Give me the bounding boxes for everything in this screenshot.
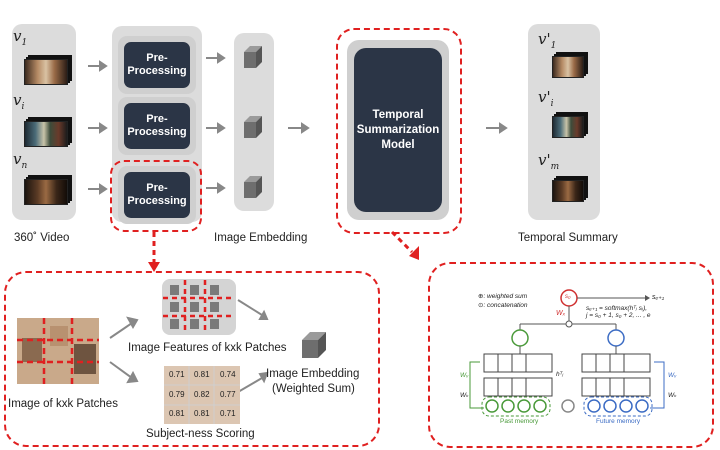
feature-cubes [170, 285, 219, 329]
formula-line-1: sₑ₊₁ = softmax(hᵀⱼ sⱼ), [586, 305, 648, 312]
wx-label: Wₓ [556, 310, 566, 317]
input-label-1: v1 [13, 27, 28, 48]
output-label-1: v'1 [538, 30, 557, 51]
embedding-caption: Image Embedding [214, 232, 308, 244]
future-memory-frame [583, 396, 653, 417]
scoring-caption: Subject-ness Scoring [146, 428, 255, 440]
score-value: 0.81 [194, 409, 210, 418]
preprocessing-highlight [110, 160, 202, 232]
current-input-node [561, 399, 575, 413]
ht-label: hᵀⱼ [556, 371, 564, 378]
preprocessing-block-3: Pre-Processing [118, 166, 196, 224]
embedding-sum-caption-2: (Weighted Sum) [272, 383, 355, 395]
preprocessing-label-3: Pre-Processing [124, 172, 190, 218]
output-symbol: sₑ₊₁ [652, 294, 665, 301]
preprocessing-label-2: Pre-Processing [124, 103, 190, 149]
score-value: 0.79 [169, 390, 185, 399]
red-dashed-arrows [152, 230, 414, 263]
input-frame-n [24, 179, 68, 205]
preprocessing-block-2: Pre-Processing [118, 97, 196, 155]
input-frame-1 [24, 59, 68, 85]
embedding-cube-1 [244, 46, 262, 68]
weighted-embedding-cube [302, 332, 326, 358]
patches-caption: Image of kxk Patches [8, 398, 118, 410]
wv-label-left: Wᵥ [460, 372, 469, 379]
embedding-cube-2 [244, 116, 262, 138]
score-value: 0.74 [220, 370, 236, 379]
embedding-cube-3 [244, 176, 262, 198]
past-summary-node [511, 329, 529, 347]
wv-label-right: Wᵥ [668, 372, 677, 379]
wk-label-right: Wₖ [668, 392, 677, 399]
features-caption: Image Features of kxk Patches [128, 342, 287, 354]
input-caption: 360˚ Video [14, 232, 70, 244]
output-frame-1 [552, 56, 584, 78]
red-arrowhead-left [148, 262, 160, 272]
output-frame-m [552, 180, 584, 202]
past-memory-block [483, 353, 553, 397]
future-inputs [587, 399, 649, 413]
preprocessing-detail-box [4, 271, 380, 447]
output-node-label: s₀ [565, 294, 571, 300]
top-arrows [88, 52, 508, 195]
score-value: 0.81 [194, 370, 210, 379]
patch-grid [17, 318, 99, 384]
past-memory-label: Past memory [500, 418, 539, 425]
red-arrowhead-right [409, 246, 419, 260]
score-value: 0.71 [169, 370, 185, 379]
output-label-m: v'm [538, 151, 560, 172]
input-label-n: vn [13, 150, 28, 171]
input-frame-i [24, 121, 68, 147]
model-detail-box [428, 262, 714, 448]
output-frame-i [552, 116, 584, 138]
preprocessing-label-1: Pre-Processing [124, 42, 190, 88]
embedding-sum-caption-1: Image Embedding [266, 368, 360, 380]
scoring-panel [164, 366, 240, 424]
model-highlight [336, 28, 462, 234]
past-inputs [485, 399, 547, 413]
future-memory-label: Future memory [596, 418, 641, 425]
score-value: 0.81 [169, 409, 185, 418]
future-memory-block [581, 353, 651, 397]
legend-concatenation: ⊙: concatenation [478, 302, 528, 309]
model-label: Temporal Summarization Model [354, 48, 442, 212]
future-summary-node [607, 329, 625, 347]
input-label-i: vi [13, 91, 25, 112]
output-label-i: v'i [538, 88, 554, 109]
legend-weighted-sum: ⊕: weighted sum [478, 293, 528, 300]
formula-line-2: j = s₀ + 1, s₀ + 2, ... , e [586, 312, 651, 319]
preprocessing-block-1: Pre-Processing [118, 36, 196, 94]
wk-label-left: Wₖ [460, 392, 469, 399]
score-value: 0.77 [220, 390, 236, 399]
past-memory-frame [481, 396, 551, 417]
score-value: 0.82 [194, 390, 210, 399]
model-panel: Temporal Summarization Model [347, 40, 449, 220]
score-value: 0.71 [220, 409, 236, 418]
output-caption: Temporal Summary [518, 232, 618, 244]
